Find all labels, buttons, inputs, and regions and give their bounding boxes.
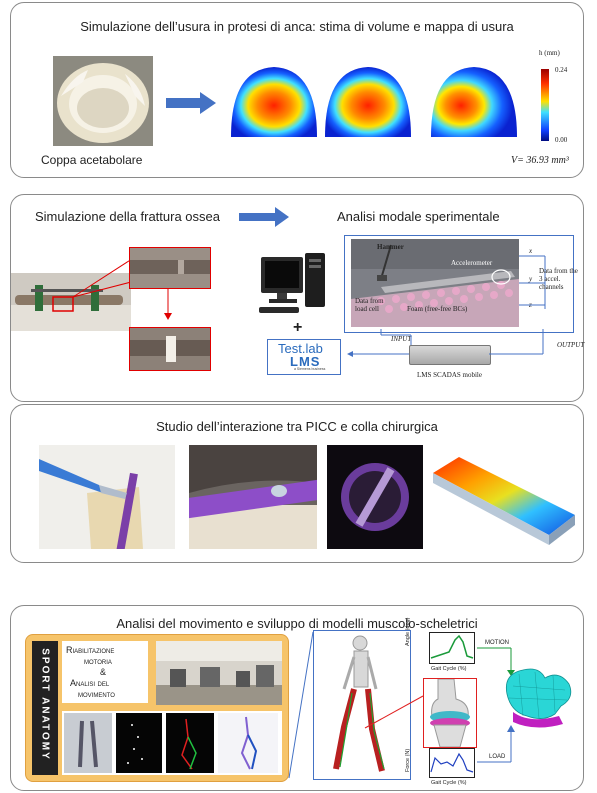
angle-ylabel: Angle (deg) — [405, 617, 411, 646]
picc-sample-photo — [39, 445, 175, 549]
sport-anatomy-logo: SPORT ANATOMY — [32, 641, 58, 775]
picc-closeup-photo — [189, 445, 317, 549]
testlab-text: Test.lab — [278, 341, 323, 356]
wear-map-1 — [231, 67, 317, 137]
logo-text: SPORT ANATOMY — [39, 648, 51, 761]
motion-label: MOTION — [485, 640, 509, 646]
panel-title: Analisi del movimento e sviluppo di mode… — [116, 616, 478, 631]
force-ylabel: Force (N) — [405, 748, 411, 772]
picc-glue-panel: Studio dell’interazione tra PICC e colla… — [10, 404, 584, 563]
colorbar-unit: h (mm) — [539, 49, 560, 57]
movement-analysis-panel: Analisi del movimento e sviluppo di mode… — [10, 605, 584, 791]
wear-map-3 — [431, 67, 517, 137]
input-label: INPUT — [391, 335, 412, 343]
colorbar-min: 0.00 — [555, 136, 568, 144]
accel-channel-lines — [519, 255, 546, 309]
acetabular-cup-photo — [53, 56, 153, 146]
rehab-line1: Riabilitazione — [66, 645, 115, 655]
motion-arrow — [477, 647, 515, 676]
rehab-amp: & — [100, 667, 107, 677]
cup-label: Coppa acetabolare — [41, 153, 143, 167]
rehab-line2: motoria — [84, 656, 112, 666]
rehab-line3: Analisi del — [70, 678, 110, 688]
knee-connector — [364, 695, 424, 729]
axis-y: y — [529, 275, 533, 283]
fem-contour-model — [433, 457, 575, 545]
arrow-right-icon — [239, 207, 289, 227]
colorbar-max: 0.24 — [555, 66, 568, 74]
gym-photo — [156, 641, 282, 705]
testlab-logo: Test.lab LMS a Siemens business — [267, 339, 341, 375]
zoom-lines — [72, 256, 136, 298]
wear-simulation-panel: Simulazione dell’usura in protesi di anc… — [10, 2, 584, 178]
skeleton-model-frame — [313, 630, 411, 780]
rehab-line4: movimento — [78, 689, 115, 699]
panel-title: Studio dell’interazione tra PICC e colla… — [156, 419, 438, 434]
fracture-title: Simulazione della frattura ossea — [35, 209, 220, 224]
angle-plot — [429, 632, 475, 664]
gait-capture-strip — [62, 711, 282, 775]
modal-title: Analisi modale sperimentale — [337, 209, 500, 224]
accel-data-label: Data from the 3 accel. channels — [539, 267, 578, 291]
down-arrow — [164, 289, 172, 320]
siemens-text: a Siemens business — [294, 367, 326, 371]
load-label: LOAD — [489, 754, 506, 760]
output-label: OUTPUT — [557, 341, 585, 349]
connector-lines — [288, 631, 314, 779]
arrow-right-icon — [166, 92, 216, 114]
bone-intact-closeup — [129, 247, 211, 289]
load-arrow — [477, 725, 515, 763]
wear-map-2 — [325, 67, 411, 137]
scadas-label: LMS SCADAS mobile — [417, 371, 482, 379]
panel-title: Simulazione dell’usura in protesi di anc… — [80, 19, 514, 34]
foam-setup-photo — [351, 239, 519, 327]
fracture-modal-panel: Simulazione della frattura ossea Analisi… — [10, 194, 584, 402]
signal-lines — [347, 329, 544, 357]
volume-label: V= 36.93 mm³ — [511, 155, 569, 166]
rehab-box: SPORT ANATOMY Riabilitazione motoria & A… — [25, 634, 289, 782]
plus-sign: + — [293, 319, 303, 336]
rehab-text-box — [62, 641, 148, 703]
hammer-label: Hammer — [377, 243, 404, 251]
knee-implant-model — [505, 668, 572, 728]
gait-xlabel-top: Gait Cycle (%) — [431, 666, 467, 672]
bone-fractured-closeup — [129, 327, 211, 371]
picc-section-photo — [327, 445, 423, 549]
force-plot — [429, 748, 475, 778]
computer-icon — [259, 253, 325, 313]
accelerometer-label: Accelerometer — [451, 259, 493, 267]
scadas-device — [409, 345, 491, 365]
knee-model-frame — [423, 678, 477, 748]
axis-x: x — [529, 247, 533, 255]
loadcell-label: Data from load cell — [355, 297, 384, 313]
lms-text: LMS — [290, 354, 321, 369]
modal-setup-frame — [344, 235, 574, 333]
colorbar — [541, 69, 549, 141]
gait-xlabel-bottom: Gait Cycle (%) — [431, 780, 467, 786]
bone-fixture-photo — [11, 273, 131, 331]
foam-label: Foam (free-free BCs) — [407, 305, 468, 313]
